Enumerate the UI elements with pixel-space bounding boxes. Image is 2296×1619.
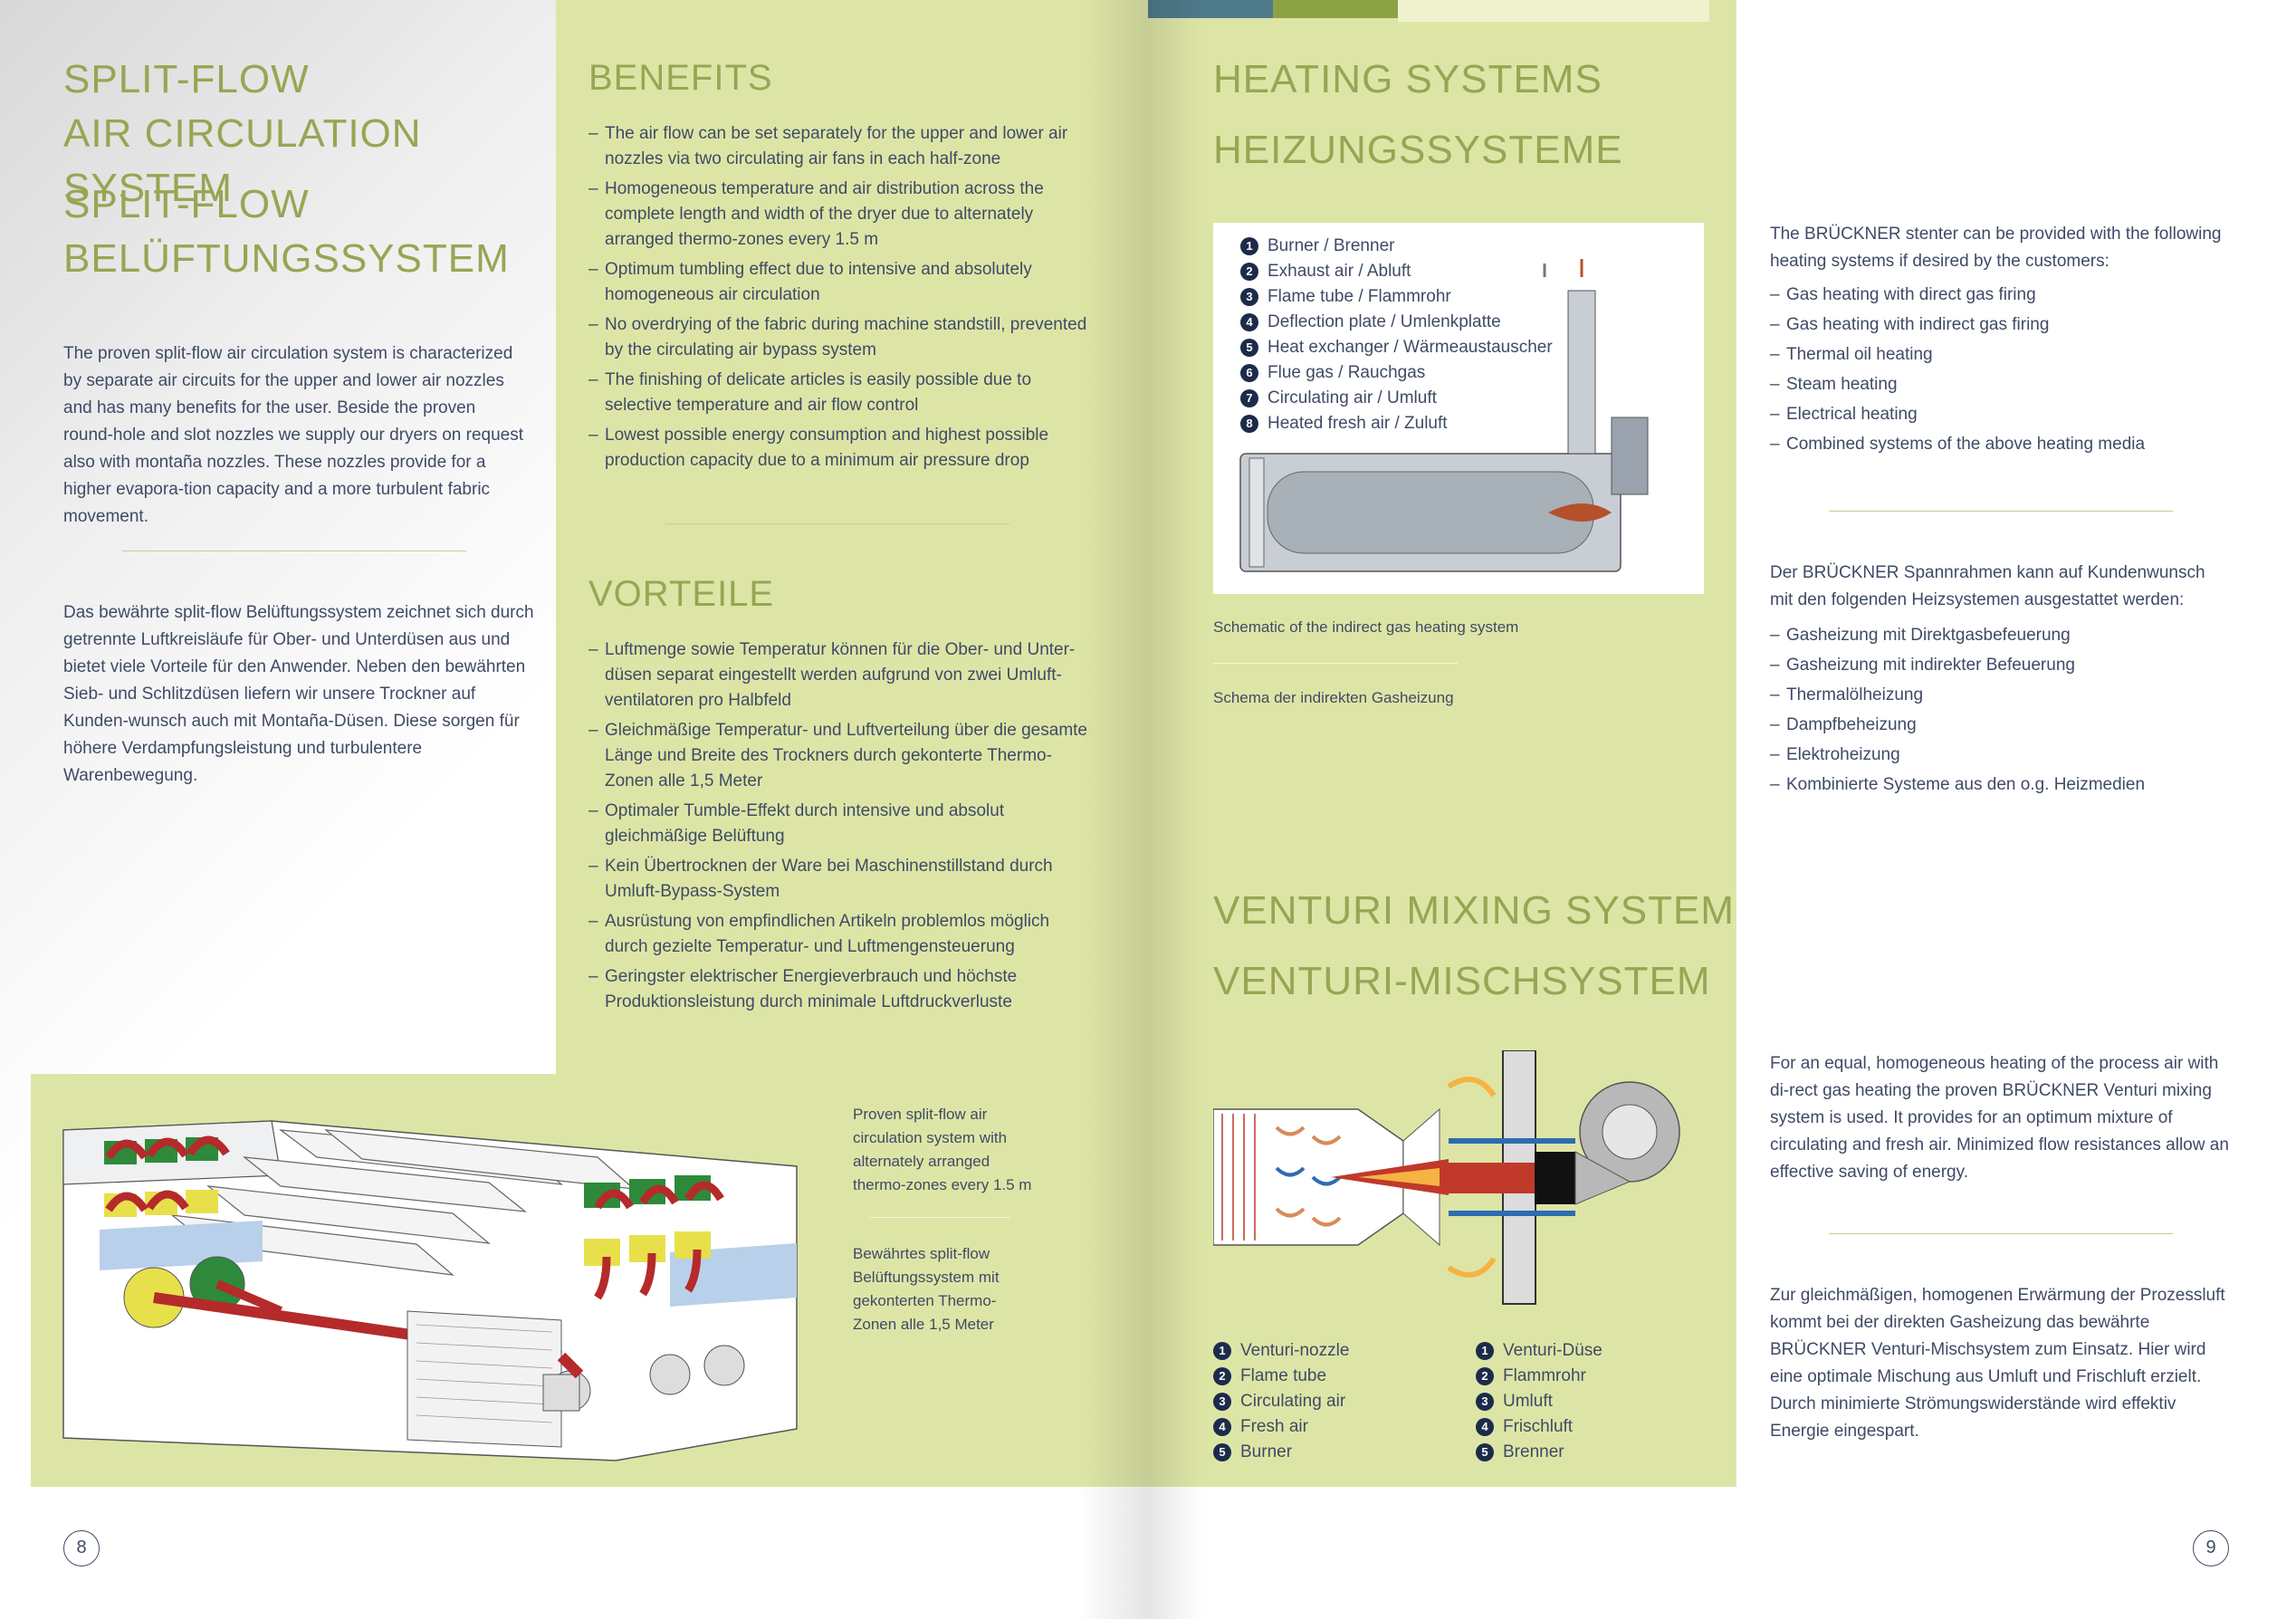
list-item: Kombinierte Systeme aus den o.g. Heizmed… xyxy=(1770,772,2232,798)
list-item: Dampfbeheizung xyxy=(1770,713,2232,738)
list-item: Electrical heating xyxy=(1770,402,2232,427)
title-de: SPLIT-FLOW BELÜFTUNGSSYSTEM xyxy=(63,177,534,286)
intro-de-paragraph: Das bewährte split-flow Belüftungssystem… xyxy=(63,603,534,785)
venturi-text-en: For an equal, homogeneous heating of the… xyxy=(1770,1054,2229,1182)
benefits-title: BENEFITS xyxy=(588,58,773,98)
list-item: Steam heating xyxy=(1770,372,2232,398)
intro-en-paragraph: The proven split-flow air circulation sy… xyxy=(63,344,524,526)
top-color-tab-light xyxy=(1398,0,1709,22)
heating-title-en: HEATING SYSTEMS xyxy=(1213,57,1602,101)
divider xyxy=(665,523,1009,524)
heating-list-en: Gas heating with direct gas firing Gas h… xyxy=(1770,283,2232,462)
top-color-tab-blue xyxy=(1148,0,1273,18)
list-item: Thermalölheizung xyxy=(1770,683,2232,708)
title-en: SPLIT-FLOW AIR CIRCULATION SYSTEM xyxy=(63,53,534,216)
list-item: Gas heating with direct gas firing xyxy=(1770,283,2232,308)
venturi-title-en: VENTURI MIXING SYSTEM xyxy=(1213,888,1735,933)
heating-title-de: HEIZUNGSSYSTEME xyxy=(1213,128,1623,172)
list-item: Thermal oil heating xyxy=(1770,342,2232,368)
divider xyxy=(1829,1233,2173,1234)
benefits-list: The air flow can be set separately for t… xyxy=(588,121,1095,478)
title-de-line1: SPLIT-FLOW xyxy=(63,182,310,226)
page-number-left: 8 xyxy=(63,1530,100,1566)
venturi-title-de: VENTURI-MISCHSYSTEM xyxy=(1213,959,1711,1003)
vorteile-title: VORTEILE xyxy=(588,574,775,614)
heating-caption-de: Schema der indirekten Gasheizung xyxy=(1213,689,1454,706)
list-item: Gas heating with indirect gas firing xyxy=(1770,312,2232,338)
venturi-diagram xyxy=(1213,1050,1680,1305)
list-item: Luftmenge sowie Temperatur können für di… xyxy=(588,637,1095,714)
title-en-line1: SPLIT-FLOW xyxy=(63,57,310,101)
title-en-line2: AIR CIRCULATION SYSTEM xyxy=(63,111,422,210)
list-item: Gleichmäßige Temperatur- und Luftverteil… xyxy=(588,718,1095,794)
top-color-tab-green xyxy=(1273,0,1398,18)
page-number-right: 9 xyxy=(2193,1530,2229,1566)
list-item: Optimum tumbling effect due to intensive… xyxy=(588,257,1095,308)
heating-intro-de: Der BRÜCKNER Spannrahmen kann auf Kunden… xyxy=(1770,563,2205,609)
heating-intro-en: The BRÜCKNER stenter can be provided wit… xyxy=(1770,225,2222,271)
list-item: Optimaler Tumble-Effekt durch intensive … xyxy=(588,799,1095,849)
venturi-text-de: Zur gleichmäßigen, homogenen Erwärmung d… xyxy=(1770,1286,2225,1441)
list-item: Gasheizung mit indirekter Befeuerung xyxy=(1770,653,2232,678)
book-spine-shadow xyxy=(1077,0,1204,1619)
heating-list-de: Gasheizung mit Direktgasbefeuerung Gashe… xyxy=(1770,623,2232,802)
list-item: The air flow can be set separately for t… xyxy=(588,121,1095,172)
list-item: Lowest possible energy consumption and h… xyxy=(588,423,1095,474)
figure-caption-de: Bewährtes split-flow Belüftungssystem mi… xyxy=(853,1245,1000,1333)
list-item: The finishing of delicate articles is ea… xyxy=(588,368,1095,418)
figure-caption-en: Proven split-flow air circulation system… xyxy=(853,1106,1032,1193)
list-item: Homogeneous temperature and air distribu… xyxy=(588,177,1095,253)
list-item: Ausrüstung von empfindlichen Artikeln pr… xyxy=(588,909,1095,960)
list-item: Kein Übertrocknen der Ware bei Maschinen… xyxy=(588,854,1095,905)
caption-divider xyxy=(1213,663,1458,664)
heat-exchanger-drawing xyxy=(1239,259,1649,572)
list-item: Gasheizung mit Direktgasbefeuerung xyxy=(1770,623,2232,648)
divider xyxy=(1829,511,2173,512)
list-item: Combined systems of the above heating me… xyxy=(1770,432,2232,457)
title-de-line2: BELÜFTUNGSSYSTEM xyxy=(63,236,510,281)
dryer-illustration xyxy=(62,1120,798,1461)
caption-divider xyxy=(869,1217,1009,1218)
list-item: Geringster elektrischer Energieverbrauch… xyxy=(588,964,1095,1015)
list-item: Elektroheizung xyxy=(1770,742,2232,768)
list-item: No overdrying of the fabric during machi… xyxy=(588,312,1095,363)
heating-caption-en: Schematic of the indirect gas heating sy… xyxy=(1213,618,1519,636)
vorteile-list: Luftmenge sowie Temperatur können für di… xyxy=(588,637,1095,1020)
